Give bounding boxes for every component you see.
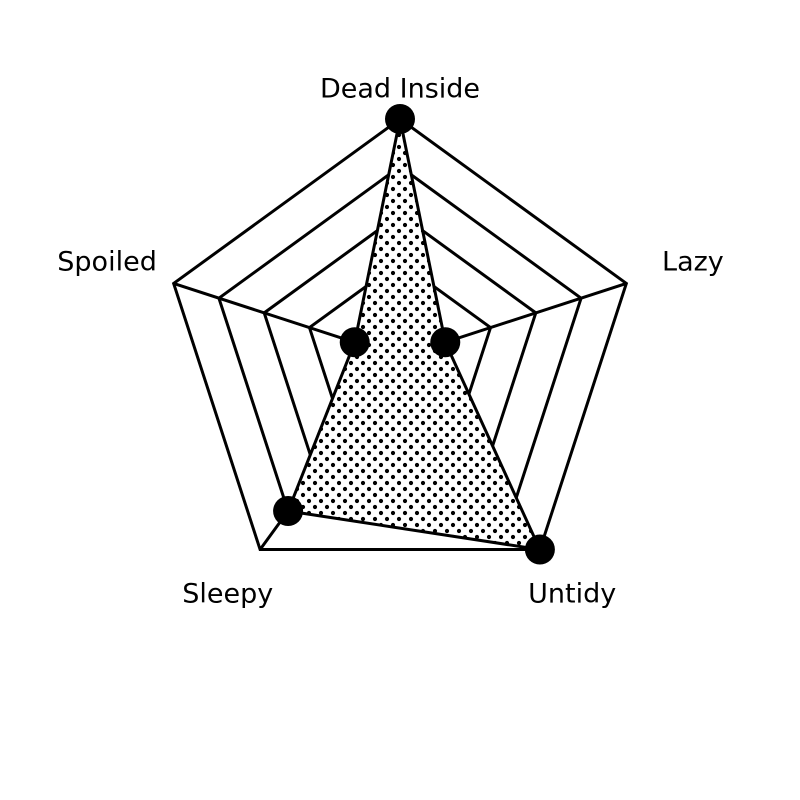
axis-label-untidy: Untidy — [528, 579, 616, 610]
data-area-layer — [285, 118, 543, 552]
grid-ring-100 — [171, 117, 629, 552]
axis-label-layer: Dead Inside Lazy Untidy Sleepy Spoiled — [57, 74, 724, 610]
axis-label-spoiled: Spoiled — [57, 246, 157, 277]
data-point-sleepy — [273, 496, 304, 527]
data-point-lazy — [430, 327, 461, 358]
data-point-untidy — [524, 534, 555, 565]
data-point-dead-inside — [385, 104, 415, 134]
axis-label-sleepy: Sleepy — [182, 579, 273, 610]
data-point-layer — [273, 104, 555, 565]
data-area — [285, 118, 543, 552]
axis-label-dead-inside: Dead Inside — [320, 74, 480, 105]
data-point-spoiled — [339, 327, 370, 358]
axis-label-lazy: Lazy — [662, 246, 724, 277]
